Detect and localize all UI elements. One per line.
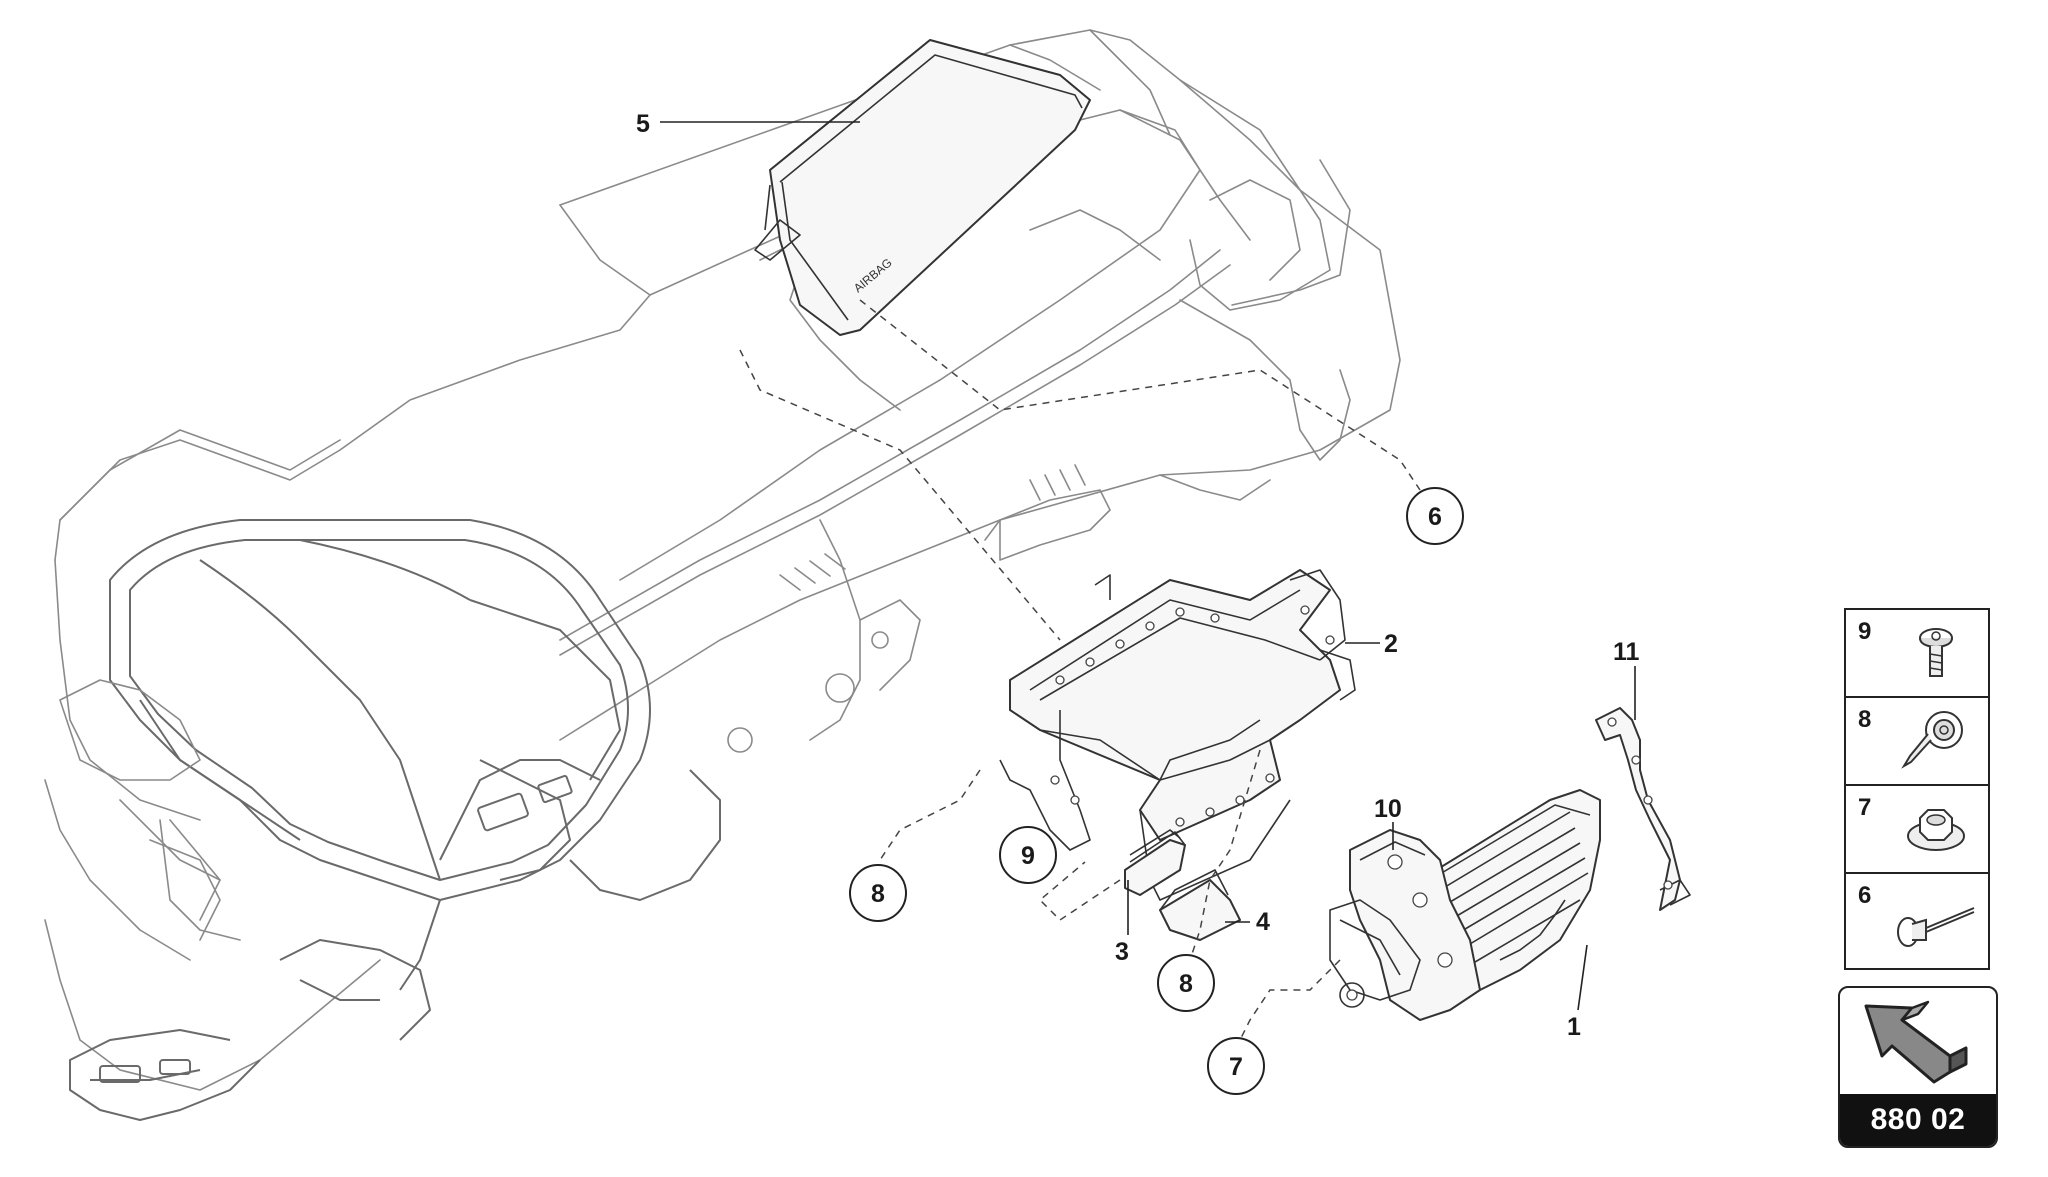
callout-leaders bbox=[660, 121, 1636, 1011]
blind-rivet-icon bbox=[1897, 907, 1975, 947]
flange-nut-icon bbox=[1907, 809, 1965, 851]
legend-item-9: 9 bbox=[1846, 610, 1988, 698]
callout-8-left: 8 bbox=[871, 880, 885, 908]
legend-number: 8 bbox=[1858, 706, 1872, 733]
page-reference-code: 880 02 bbox=[1840, 1094, 1996, 1146]
callout-7: 7 bbox=[1229, 1053, 1243, 1081]
callout-2: 2 bbox=[1384, 630, 1398, 658]
bracket-part-4 bbox=[1159, 869, 1241, 941]
callout-8-right: 8 bbox=[1179, 970, 1193, 998]
callout-labels: 5 2 3 4 1 10 11 6 7 8 8 9 bbox=[636, 110, 1640, 1095]
callout-9: 9 bbox=[1021, 842, 1035, 870]
bracket-part-3 bbox=[1124, 829, 1186, 896]
support-bracket-part-11 bbox=[1595, 707, 1691, 911]
direction-arrow-icon bbox=[1864, 1000, 1968, 1084]
callout-10: 10 bbox=[1374, 795, 1402, 823]
legend-number: 6 bbox=[1858, 882, 1872, 909]
legend-item-6: 6 bbox=[1846, 874, 1988, 962]
callout-3: 3 bbox=[1115, 938, 1129, 966]
fastener-legend: 9 8 7 6 bbox=[1844, 608, 1990, 970]
legend-item-7: 7 bbox=[1846, 786, 1988, 874]
dashboard-outline bbox=[44, 29, 1401, 1121]
dashed-guide-lines bbox=[739, 299, 1421, 1041]
callout-6: 6 bbox=[1428, 503, 1442, 531]
legend-number: 9 bbox=[1858, 618, 1872, 645]
airbag-cover-part-5: AIRBAG bbox=[754, 39, 1091, 336]
callout-11: 11 bbox=[1613, 638, 1640, 666]
screw-with-washer-icon bbox=[1901, 711, 1963, 769]
airbag-bracket-part-10 bbox=[1329, 829, 1481, 1021]
callout-5: 5 bbox=[636, 110, 650, 138]
legend-number: 7 bbox=[1858, 794, 1872, 821]
mounting-frame-part-2 bbox=[999, 569, 1356, 901]
legend-item-8: 8 bbox=[1846, 698, 1988, 786]
torx-bolt-icon bbox=[1919, 628, 1953, 677]
callout-4: 4 bbox=[1256, 908, 1270, 936]
callout-1: 1 bbox=[1567, 1013, 1581, 1041]
page-reference-box[interactable]: 880 02 bbox=[1838, 986, 1998, 1148]
